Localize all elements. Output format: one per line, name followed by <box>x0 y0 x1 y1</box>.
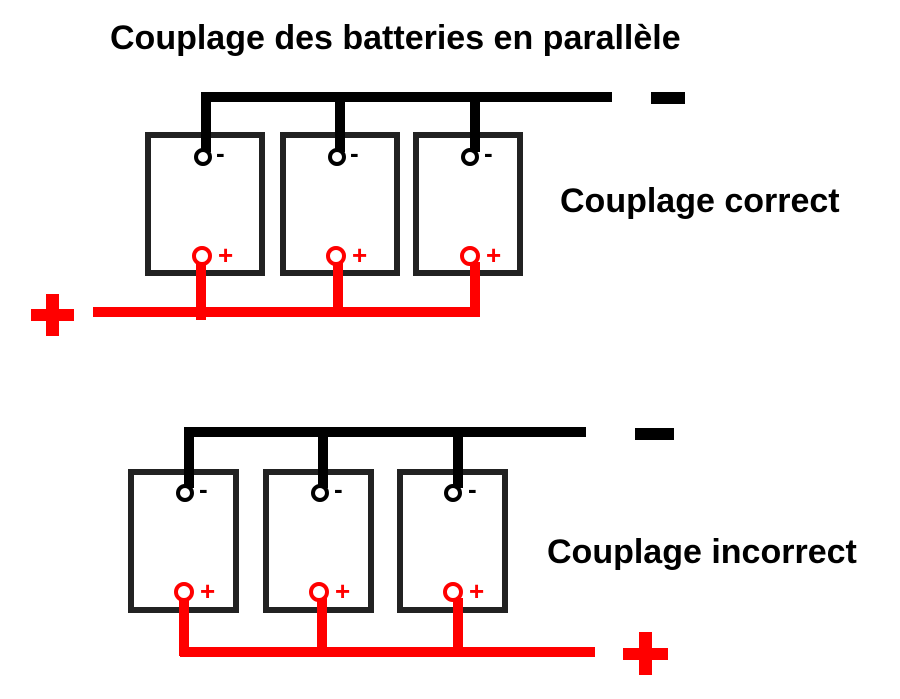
battery-3 <box>397 469 508 613</box>
positive-output-symbol <box>31 294 74 336</box>
negative-terminal <box>328 148 346 166</box>
negative-sign: - <box>199 474 208 504</box>
positive-terminal <box>443 582 463 602</box>
battery-3 <box>413 132 523 276</box>
positive-terminal <box>309 582 329 602</box>
positive-output-symbol <box>623 632 668 675</box>
diagram-correct: - - - + + + Couplage correct <box>31 92 840 336</box>
negative-terminal <box>176 484 194 502</box>
negative-sign: - <box>484 138 493 168</box>
positive-terminal <box>174 582 194 602</box>
negative-sign: - <box>350 138 359 168</box>
positive-terminal <box>326 246 346 266</box>
negative-bus <box>201 92 612 152</box>
positive-bus <box>179 598 595 657</box>
negative-sign: - <box>334 474 343 504</box>
negative-sign: - <box>216 138 225 168</box>
positive-sign: + <box>486 240 501 270</box>
diagram-incorrect: - - - + + + Couplage incorrect <box>128 427 857 675</box>
positive-terminal <box>460 246 480 266</box>
positive-sign: + <box>218 240 233 270</box>
negative-terminal <box>444 484 462 502</box>
positive-sign: + <box>469 576 484 606</box>
negative-sign: - <box>468 474 477 504</box>
negative-output-symbol <box>651 92 685 104</box>
negative-terminal <box>194 148 212 166</box>
negative-output-symbol <box>635 428 674 440</box>
diagram-label-correct: Couplage correct <box>560 182 840 220</box>
positive-sign: + <box>200 576 215 606</box>
diagram-label-incorrect: Couplage incorrect <box>547 533 857 571</box>
negative-bus <box>184 427 586 488</box>
positive-terminal <box>192 246 212 266</box>
negative-terminal <box>311 484 329 502</box>
positive-sign: + <box>352 240 367 270</box>
positive-sign: + <box>335 576 350 606</box>
positive-bus <box>93 262 480 320</box>
negative-terminal <box>461 148 479 166</box>
diagram-title: Couplage des batteries en parallèle <box>110 19 681 57</box>
